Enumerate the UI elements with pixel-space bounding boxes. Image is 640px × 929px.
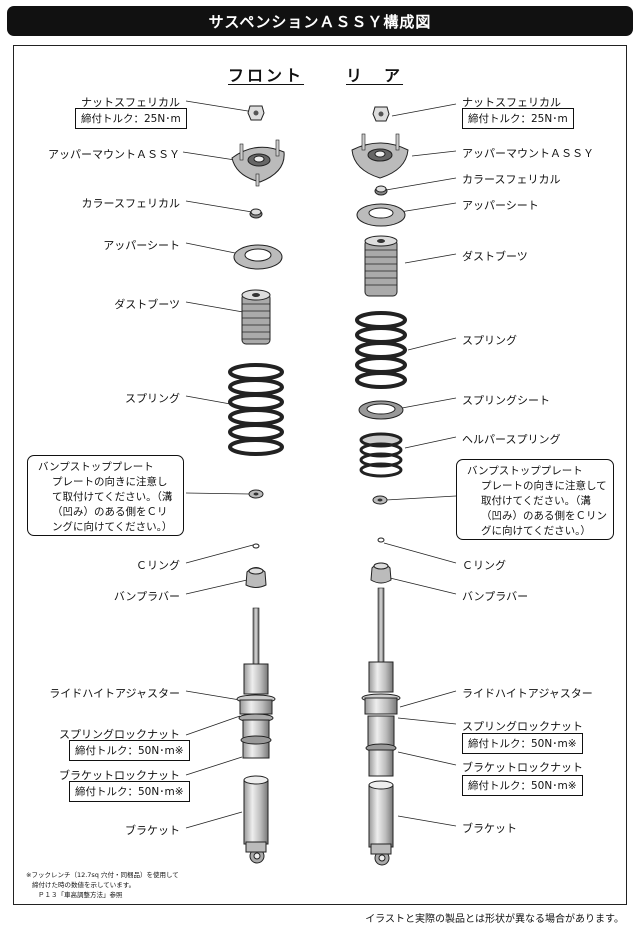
leader-rear-bump — [385, 495, 457, 501]
leader-rear-bracketlock — [397, 751, 457, 766]
leader-front-rubber — [185, 579, 248, 595]
page-header: サスペンションＡＳＳＹ構成図 — [7, 6, 633, 36]
leader-front-springlock — [185, 715, 241, 736]
rear-upper-seat-icon — [356, 203, 406, 227]
front-spring-icon — [228, 363, 284, 456]
rear-bracket-label: ブラケット — [462, 822, 517, 835]
rear-helper-spring-label: ヘルパースプリング — [462, 433, 561, 446]
front-damper-icon — [236, 607, 276, 864]
rear-damper-icon — [361, 587, 401, 866]
rear-helper-spring-icon — [359, 432, 403, 478]
rear-dust-boot-label: ダストブーツ — [462, 250, 528, 263]
leader-front-collar — [185, 200, 253, 213]
rear-bump-note: バンプストッププレート プレートの向きに注意して取付けてください。（溝（凹み）の… — [456, 459, 614, 540]
rear-upper-mount-icon — [351, 133, 409, 179]
footnote-line-1: ※フックレンチ（12.7sq 穴付・同梱品）を使用して — [26, 871, 179, 879]
leader-rear-spring — [407, 337, 457, 351]
front-column-title: フロント — [228, 66, 305, 85]
rear-nut-label: ナットスフェリカル — [462, 96, 561, 109]
rear-spring-seat-label: スプリングシート — [462, 394, 550, 407]
leader-rear-rubber — [389, 577, 457, 595]
front-nut-icon — [247, 105, 265, 121]
leader-rear-seat — [399, 202, 457, 213]
rear-ride-height-label: ライドハイトアジャスター — [462, 687, 593, 700]
front-bracket-label: ブラケット — [125, 824, 180, 837]
front-c-ring-label: Ｃリング — [136, 559, 180, 572]
front-bump-plate-icon — [248, 489, 264, 499]
leader-front-nut — [185, 100, 255, 113]
front-ride-height-label: ライドハイトアジャスター — [49, 687, 180, 700]
leader-rear-collar — [385, 177, 457, 191]
leader-rear-nut — [391, 103, 457, 117]
rear-bracket-lock-label: ブラケットロックナット — [462, 761, 583, 774]
footnote-line-3: Ｐ１３「車高調整方法」参照 — [38, 891, 123, 899]
rear-c-ring-icon — [377, 537, 385, 543]
rear-spring-seat-icon — [358, 400, 404, 420]
rear-nut-torque: 締付トルク：25N･m — [462, 108, 574, 129]
rear-bump-rubber-icon — [370, 562, 392, 584]
rear-upper-mount-label: アッパーマウントＡＳＳＹ — [462, 147, 594, 160]
rear-upper-seat-label: アッパーシート — [462, 199, 539, 212]
front-bump-rubber-icon — [245, 567, 267, 588]
leader-front-bracketlock — [185, 756, 243, 776]
front-collar-label: カラースフェリカル — [81, 197, 180, 210]
leader-front-ride — [185, 690, 241, 701]
rear-collar-label: カラースフェリカル — [462, 173, 561, 186]
leader-front-cring — [185, 544, 254, 564]
rear-column-title: リ ア — [346, 66, 404, 85]
front-bump-note-body: プレートの向きに注意して取付けてください。（溝（凹み）のある側をＣリングに向けて… — [52, 476, 173, 533]
rear-bump-plate-icon — [372, 495, 388, 505]
diagram-frame — [13, 45, 627, 905]
rear-collar-icon — [374, 185, 388, 196]
front-bracket-lock-label: ブラケットロックナット — [59, 769, 180, 782]
leader-front-mount — [182, 151, 236, 161]
rear-bump-rubber-label: バンプラバー — [462, 590, 529, 603]
leader-rear-boot — [404, 253, 457, 264]
page-title: サスペンションＡＳＳＹ構成図 — [208, 13, 432, 31]
front-dust-boot-label: ダストブーツ — [114, 298, 180, 311]
front-spring-label: スプリング — [125, 392, 180, 405]
footnote-line-2: 締付けた時の数値を示しています。 — [32, 881, 136, 889]
leader-rear-cring — [383, 542, 457, 564]
rear-spring-icon — [355, 311, 407, 389]
front-upper-seat-label: アッパーシート — [103, 239, 180, 252]
rear-spring-label: スプリング — [462, 334, 517, 347]
rear-bump-note-body: プレートの向きに注意して取付けてください。（溝（凹み）のある側をＣリングに向けて… — [481, 480, 607, 537]
front-bracket-lock-torque: 締付トルク：50N･m※ — [69, 781, 190, 802]
front-spring-lock-label: スプリングロックナット — [59, 728, 180, 741]
leader-front-bracket — [185, 811, 243, 829]
leader-front-seat — [185, 242, 241, 255]
leader-front-spring — [185, 395, 237, 406]
leader-rear-springlock — [397, 717, 457, 725]
leader-front-boot — [185, 301, 244, 313]
front-c-ring-icon — [252, 543, 260, 549]
leader-rear-bracket — [397, 815, 457, 827]
rear-bump-note-title: バンプストッププレート — [467, 465, 583, 477]
front-upper-seat-icon — [233, 244, 283, 270]
rear-spring-lock-label: スプリングロックナット — [462, 720, 583, 733]
leader-rear-mount — [411, 150, 457, 157]
front-collar-icon — [249, 208, 263, 219]
leader-rear-helper — [404, 436, 457, 449]
rear-dust-boot-icon — [364, 235, 398, 297]
front-bump-note: バンプストッププレート プレートの向きに注意して取付けてください。（溝（凹み）の… — [27, 455, 184, 536]
leader-rear-ride — [399, 690, 457, 708]
front-bump-rubber-label: バンプラバー — [113, 590, 180, 603]
front-dust-boot-icon — [241, 289, 271, 345]
front-nut-torque: 締付トルク：25N･m — [75, 108, 187, 129]
footnote: ※フックレンチ（12.7sq 穴付・同梱品）を使用して 締付けた時の数値を示して… — [26, 870, 179, 900]
front-spring-lock-torque: 締付トルク：50N･m※ — [69, 740, 190, 761]
front-bump-note-title: バンプストッププレート — [38, 461, 154, 473]
leader-rear-seat2 — [401, 397, 457, 409]
front-upper-mount-label: アッパーマウントＡＳＳＹ — [48, 148, 180, 161]
rear-c-ring-label: Ｃリング — [462, 559, 506, 572]
disclaimer: イラストと実際の製品とは形状が異なる場合があります。 — [365, 914, 624, 925]
rear-nut-icon — [372, 106, 390, 122]
rear-bracket-lock-torque: 締付トルク：50N･m※ — [462, 775, 583, 796]
front-nut-label: ナットスフェリカル — [81, 96, 180, 109]
rear-spring-lock-torque: 締付トルク：50N･m※ — [462, 733, 583, 754]
leader-front-bump — [185, 492, 251, 495]
front-upper-mount-icon — [231, 139, 285, 187]
